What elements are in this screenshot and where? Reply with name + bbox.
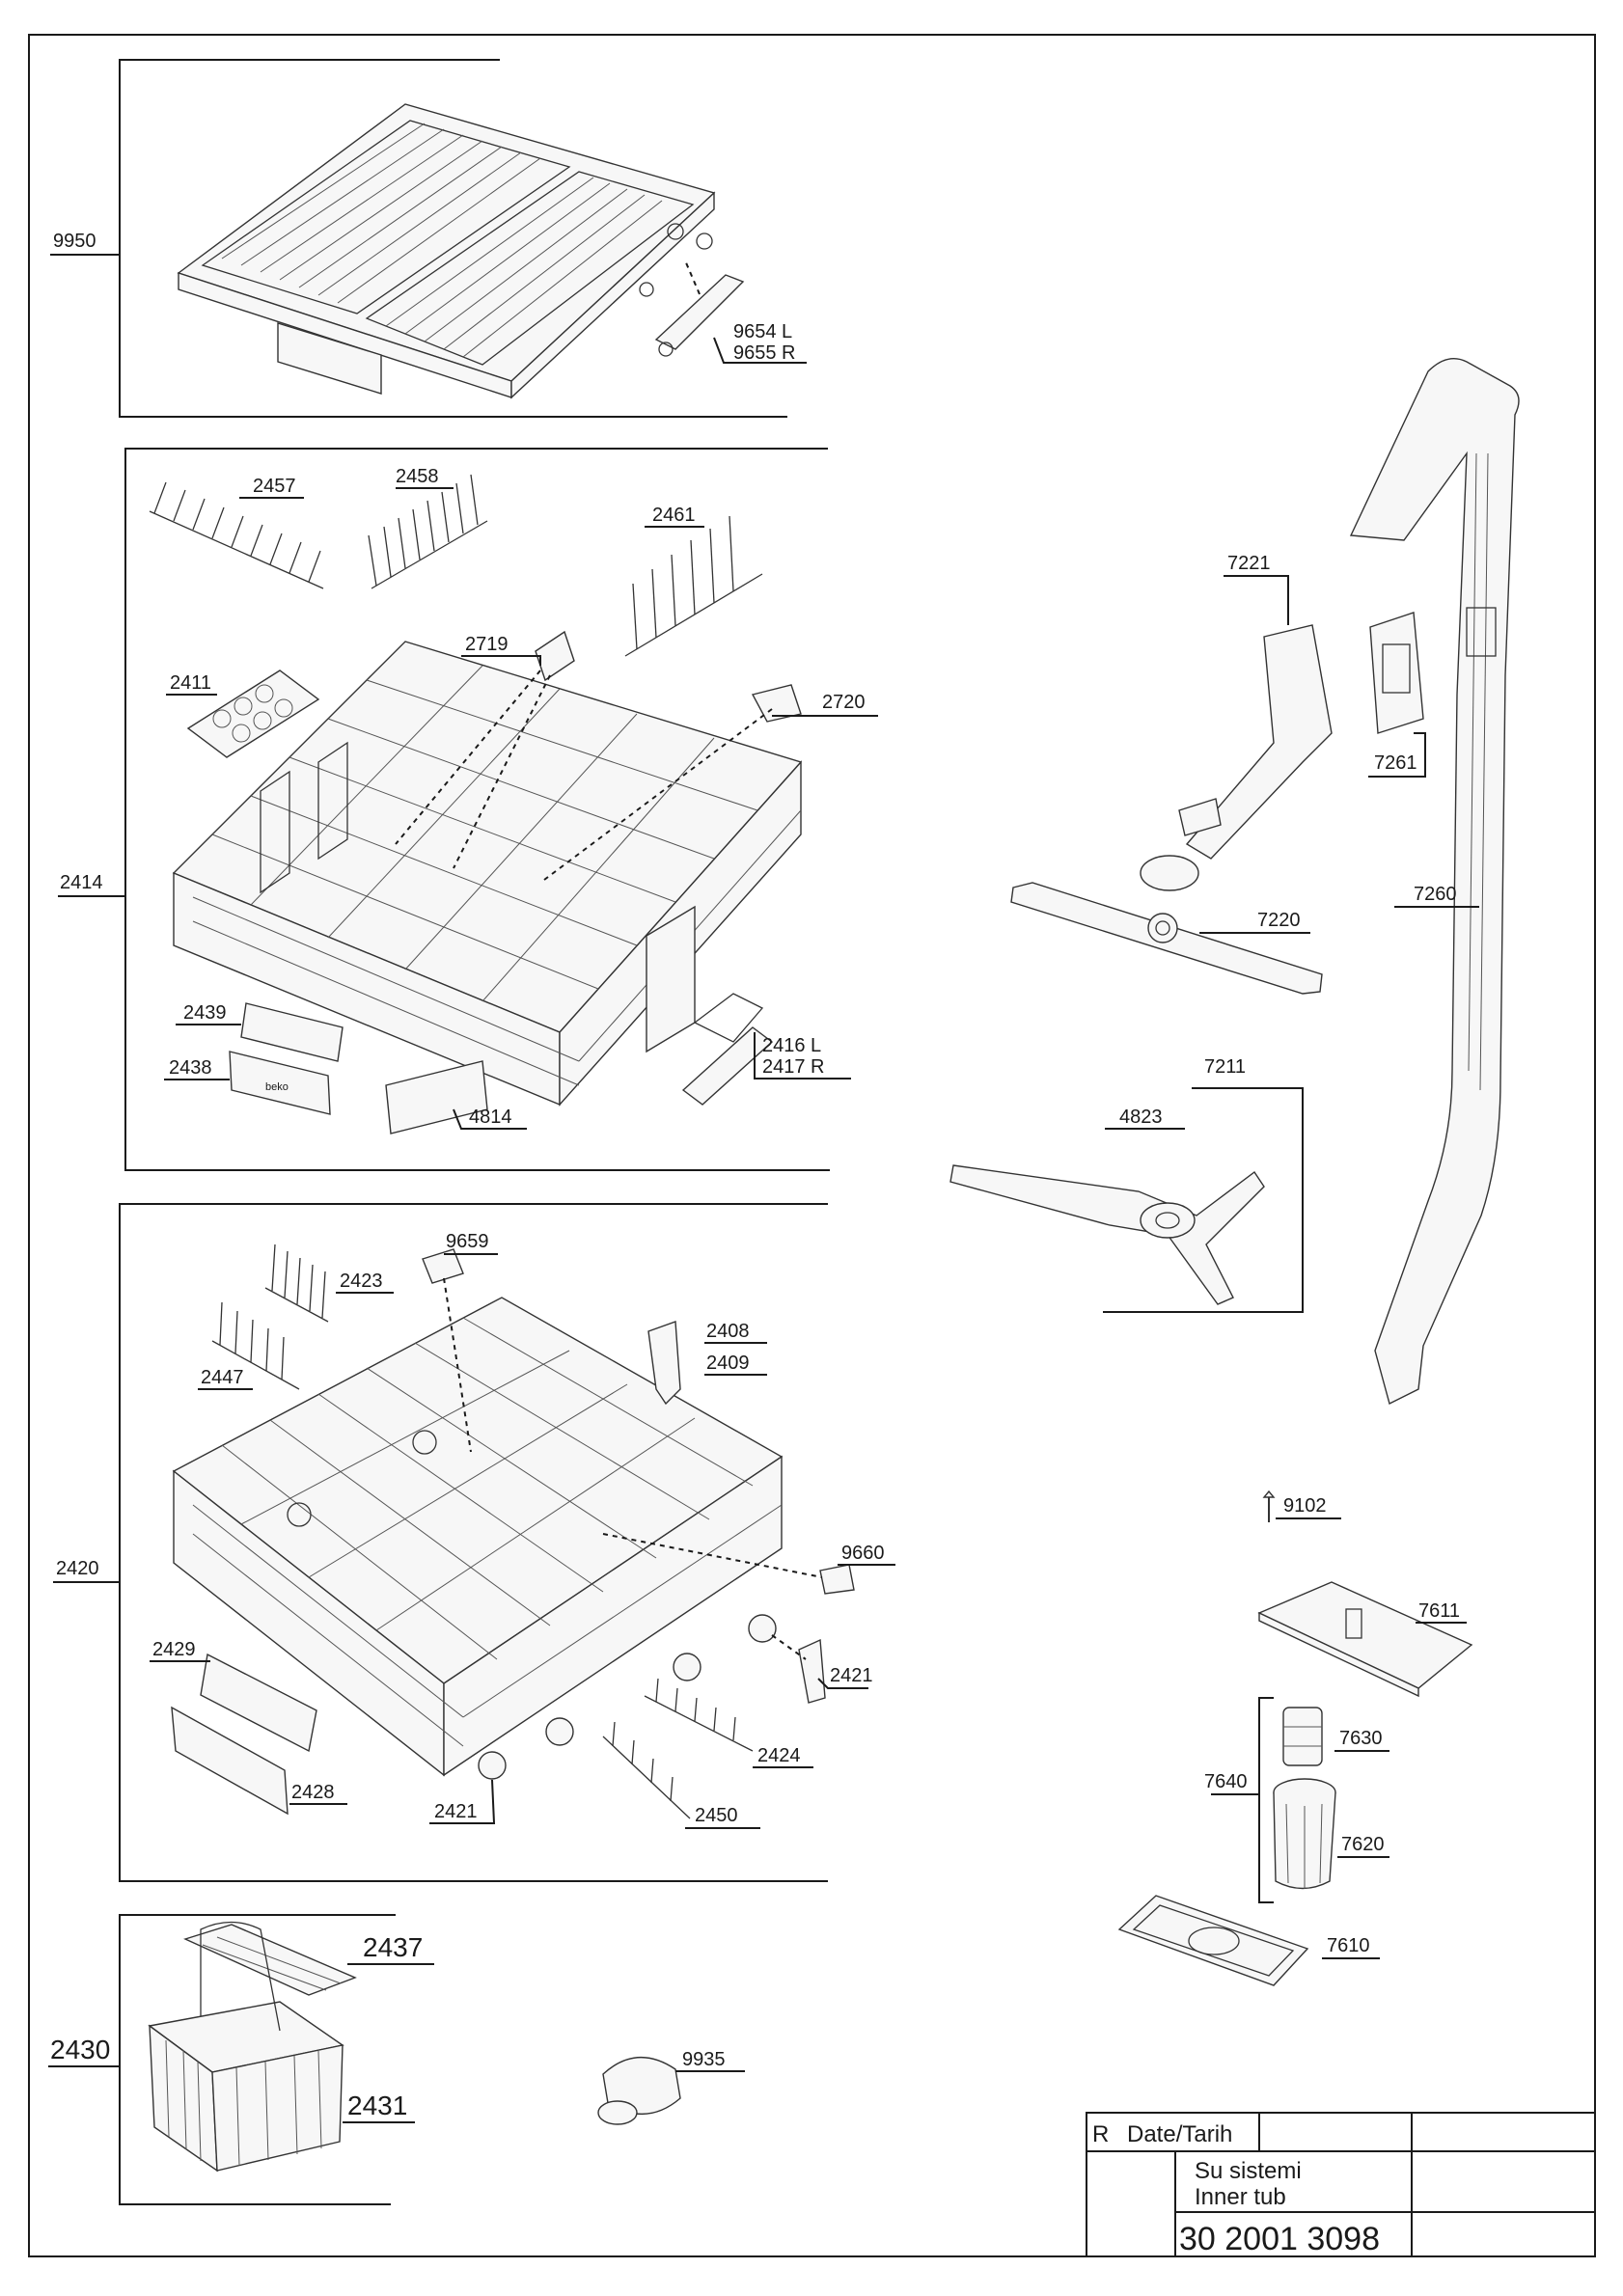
arm-pipe-7221 — [1140, 624, 1333, 891]
cutlery-basket-2431 — [148, 1921, 344, 2173]
label-2439: 2439 — [183, 1002, 227, 1024]
label-9660: 9660 — [841, 1543, 885, 1564]
label-2457: 2457 — [253, 476, 296, 497]
section-2430-cutlery-basket: 2430 2437 2431 — [48, 1914, 434, 2205]
clip-9660 — [819, 1564, 855, 1595]
connector-7261 — [1369, 612, 1424, 734]
label-7630: 7630 — [1339, 1728, 1383, 1749]
label-2430: 2430 — [50, 2035, 110, 2064]
tine-rack-2458 — [368, 474, 488, 589]
label-2411: 2411 — [170, 672, 211, 694]
lower-basket-body — [172, 1297, 784, 1780]
tine-rack-2424 — [644, 1678, 754, 1752]
label-9655: 9655 R — [733, 342, 796, 364]
label-2421-right: 2421 — [830, 1665, 873, 1686]
part-2439 — [240, 1002, 344, 1062]
label-2438: 2438 — [169, 1057, 212, 1079]
label-7611: 7611 — [1418, 1600, 1460, 1622]
part-2438: beko — [229, 1051, 331, 1115]
part-2408-2409 — [647, 1321, 681, 1406]
label-2431: 2431 — [347, 2091, 407, 2120]
clip-2720 — [751, 684, 802, 723]
label-2420: 2420 — [56, 1558, 99, 1579]
label-2424: 2424 — [757, 1745, 801, 1766]
part-4814 — [385, 1060, 488, 1134]
section-2414-upper-basket: beko 2457 2458 2461 2719 2720 2411 2414 … — [58, 448, 878, 1171]
label-2408: 2408 — [706, 1321, 750, 1342]
label-7620: 7620 — [1341, 1834, 1385, 1855]
tine-rack-2450 — [602, 1721, 691, 1819]
title-block-drawing-number: 30 2001 3098 — [1179, 2221, 1380, 2257]
label-7221: 7221 — [1227, 553, 1271, 574]
tine-rack-2447 — [211, 1301, 300, 1390]
label-2720: 2720 — [822, 692, 866, 713]
upper-basket-body — [172, 641, 803, 1107]
label-2417: 2417 R — [762, 1056, 825, 1078]
label-9654: 9654 L — [733, 321, 792, 342]
label-9935: 9935 — [682, 2049, 726, 2070]
label-2428: 2428 — [291, 1782, 335, 1803]
label-2421-bottom: 2421 — [434, 1801, 478, 1822]
basket-lid-2437 — [183, 1924, 357, 1996]
tine-rack-2423 — [264, 1244, 329, 1323]
label-9950: 9950 — [53, 231, 96, 252]
part-9935-cap: 9935 — [597, 2049, 745, 2125]
label-7261: 7261 — [1374, 752, 1417, 774]
label-2437: 2437 — [363, 1932, 423, 1962]
label-4814: 4814 — [469, 1107, 512, 1128]
filter-7630 — [1282, 1707, 1323, 1766]
side-rack-2416-2417 — [681, 993, 774, 1106]
part-2428 — [171, 1706, 289, 1816]
clip-2719 — [535, 630, 575, 682]
beko-logo: beko — [265, 1081, 289, 1093]
title-block-name-en: Inner tub — [1195, 2184, 1286, 2210]
label-2416: 2416 L — [762, 1035, 821, 1056]
label-2423: 2423 — [340, 1271, 383, 1292]
section-2420-lower-basket: 9659 2423 2447 2408 2409 2420 9660 2429 … — [53, 1203, 895, 1882]
label-9102: 9102 — [1283, 1495, 1327, 1517]
section-9950-cutlery-tray: 9950 9654 L 9655 R — [50, 59, 807, 418]
label-2409: 2409 — [706, 1353, 750, 1374]
tine-rack-2457 — [149, 481, 324, 589]
filter-7620 — [1273, 1778, 1336, 1890]
spray-arm-7220 — [1010, 882, 1323, 995]
label-2461: 2461 — [652, 505, 696, 526]
cup-shelf-2411 — [186, 670, 320, 758]
label-2450: 2450 — [695, 1805, 738, 1826]
label-2414: 2414 — [60, 872, 103, 893]
screw-9102 — [1262, 1490, 1276, 1522]
part-2429 — [200, 1653, 317, 1753]
title-block-rev: R — [1092, 2121, 1109, 2147]
title-block: R Date/Tarih Su sistemi Inner tub 30 200… — [1086, 2112, 1596, 2257]
label-7640: 7640 — [1204, 1771, 1248, 1792]
label-7610: 7610 — [1327, 1935, 1370, 1956]
label-7260: 7260 — [1414, 884, 1457, 905]
label-4823: 4823 — [1119, 1107, 1163, 1128]
clip-9659 — [422, 1248, 464, 1284]
title-block-name-tr: Su sistemi — [1195, 2158, 1302, 2184]
label-2429: 2429 — [152, 1639, 196, 1660]
drawing-frame — [28, 34, 1596, 2257]
spray-arm-7211 — [949, 1087, 1304, 1313]
label-2719: 2719 — [465, 634, 509, 655]
filter-plate-7611 — [1257, 1581, 1473, 1698]
label-2458: 2458 — [396, 466, 439, 487]
pipe-7260 — [1349, 358, 1520, 1406]
label-9659: 9659 — [446, 1231, 489, 1252]
part-2421-clip — [798, 1638, 826, 1704]
label-2447: 2447 — [201, 1367, 244, 1388]
tine-rack-2461 — [624, 515, 763, 657]
title-block-date-label: Date/Tarih — [1127, 2121, 1232, 2147]
filter-frame-7610 — [1117, 1895, 1309, 1986]
label-7220: 7220 — [1257, 910, 1301, 931]
label-7211: 7211 — [1204, 1056, 1246, 1078]
